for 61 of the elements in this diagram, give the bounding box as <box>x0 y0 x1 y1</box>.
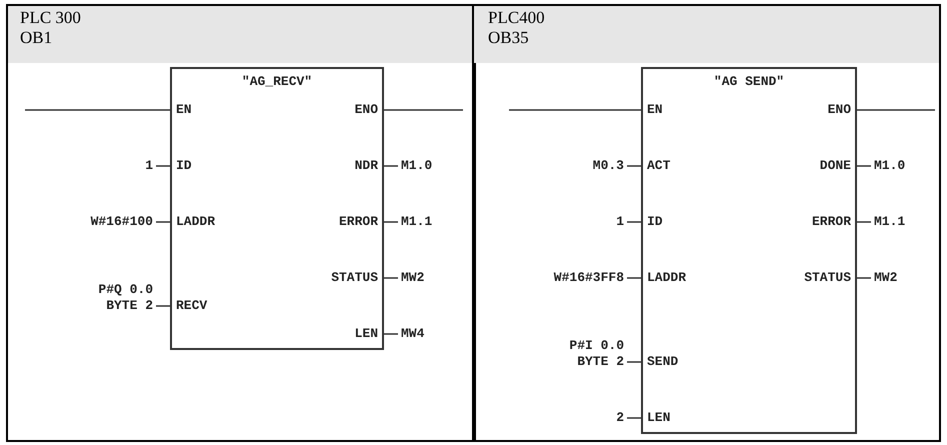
pin-label: NDR <box>354 158 378 174</box>
parameter-value: P#I 0.0 BYTE 2 <box>550 338 627 370</box>
signal-line <box>384 333 398 335</box>
parameter-value: W#16#100 <box>88 214 156 230</box>
parameter-value: MW2 <box>398 270 428 286</box>
pin-label: ENO <box>828 102 851 118</box>
parameter-value: 1 <box>613 214 627 230</box>
signal-line <box>156 221 170 223</box>
block-title: "AG_RECV" <box>240 74 314 90</box>
parameter-value: MW2 <box>871 270 900 286</box>
signal-line <box>857 221 871 223</box>
parameter-value: W#16#3FF8 <box>550 270 627 286</box>
signal-line <box>627 221 641 223</box>
signal-line <box>857 165 871 167</box>
pin-label: STATUS <box>331 270 378 286</box>
power-rail-line <box>509 109 641 111</box>
signal-line <box>156 305 170 307</box>
parameter-value: 2 <box>613 410 627 426</box>
header-text: PLC400 <box>488 8 545 28</box>
parameter-value: M1.1 <box>398 214 436 230</box>
parameter-value: P#Q 0.0 BYTE 2 <box>80 282 156 314</box>
pin-label: ENO <box>354 102 378 118</box>
signal-line <box>156 165 170 167</box>
pin-label: ID <box>176 158 192 174</box>
signal-line <box>627 277 641 279</box>
header-text: OB1 <box>20 28 52 48</box>
pin-label: RECV <box>176 298 208 314</box>
parameter-value: MW4 <box>398 326 428 342</box>
parameter-value: 1 <box>142 158 156 174</box>
power-rail-line <box>857 109 935 111</box>
signal-line <box>627 361 641 363</box>
pin-label: EN <box>647 102 663 118</box>
power-rail-line <box>25 109 170 111</box>
signal-line <box>627 417 641 419</box>
pin-label: STATUS <box>804 270 851 286</box>
pin-label: EN <box>176 102 192 118</box>
pin-label: ERROR <box>338 214 378 230</box>
signal-line <box>384 221 398 223</box>
pin-label: SEND <box>647 354 678 370</box>
parameter-value: M1.1 <box>871 214 908 230</box>
header-text: OB35 <box>488 28 529 48</box>
pin-label: ERROR <box>812 214 851 230</box>
pin-label: LADDR <box>647 270 686 286</box>
signal-line <box>384 165 398 167</box>
pin-label: LEN <box>354 326 378 342</box>
pin-label: ID <box>647 214 663 230</box>
parameter-value: M1.0 <box>398 158 436 174</box>
parameter-value: M0.3 <box>590 158 627 174</box>
power-rail-line <box>384 109 463 111</box>
pin-label: DONE <box>820 158 851 174</box>
signal-line <box>384 277 398 279</box>
parameter-value: M1.0 <box>871 158 908 174</box>
pin-label: ACT <box>647 158 670 174</box>
pin-label: LEN <box>647 410 670 426</box>
block-title: "AG SEND" <box>712 74 786 90</box>
pin-label: LADDR <box>176 214 216 230</box>
function-block <box>641 67 857 434</box>
function-block <box>170 67 384 350</box>
signal-line <box>857 277 871 279</box>
signal-line <box>627 165 641 167</box>
header-text: PLC 300 <box>20 8 81 28</box>
